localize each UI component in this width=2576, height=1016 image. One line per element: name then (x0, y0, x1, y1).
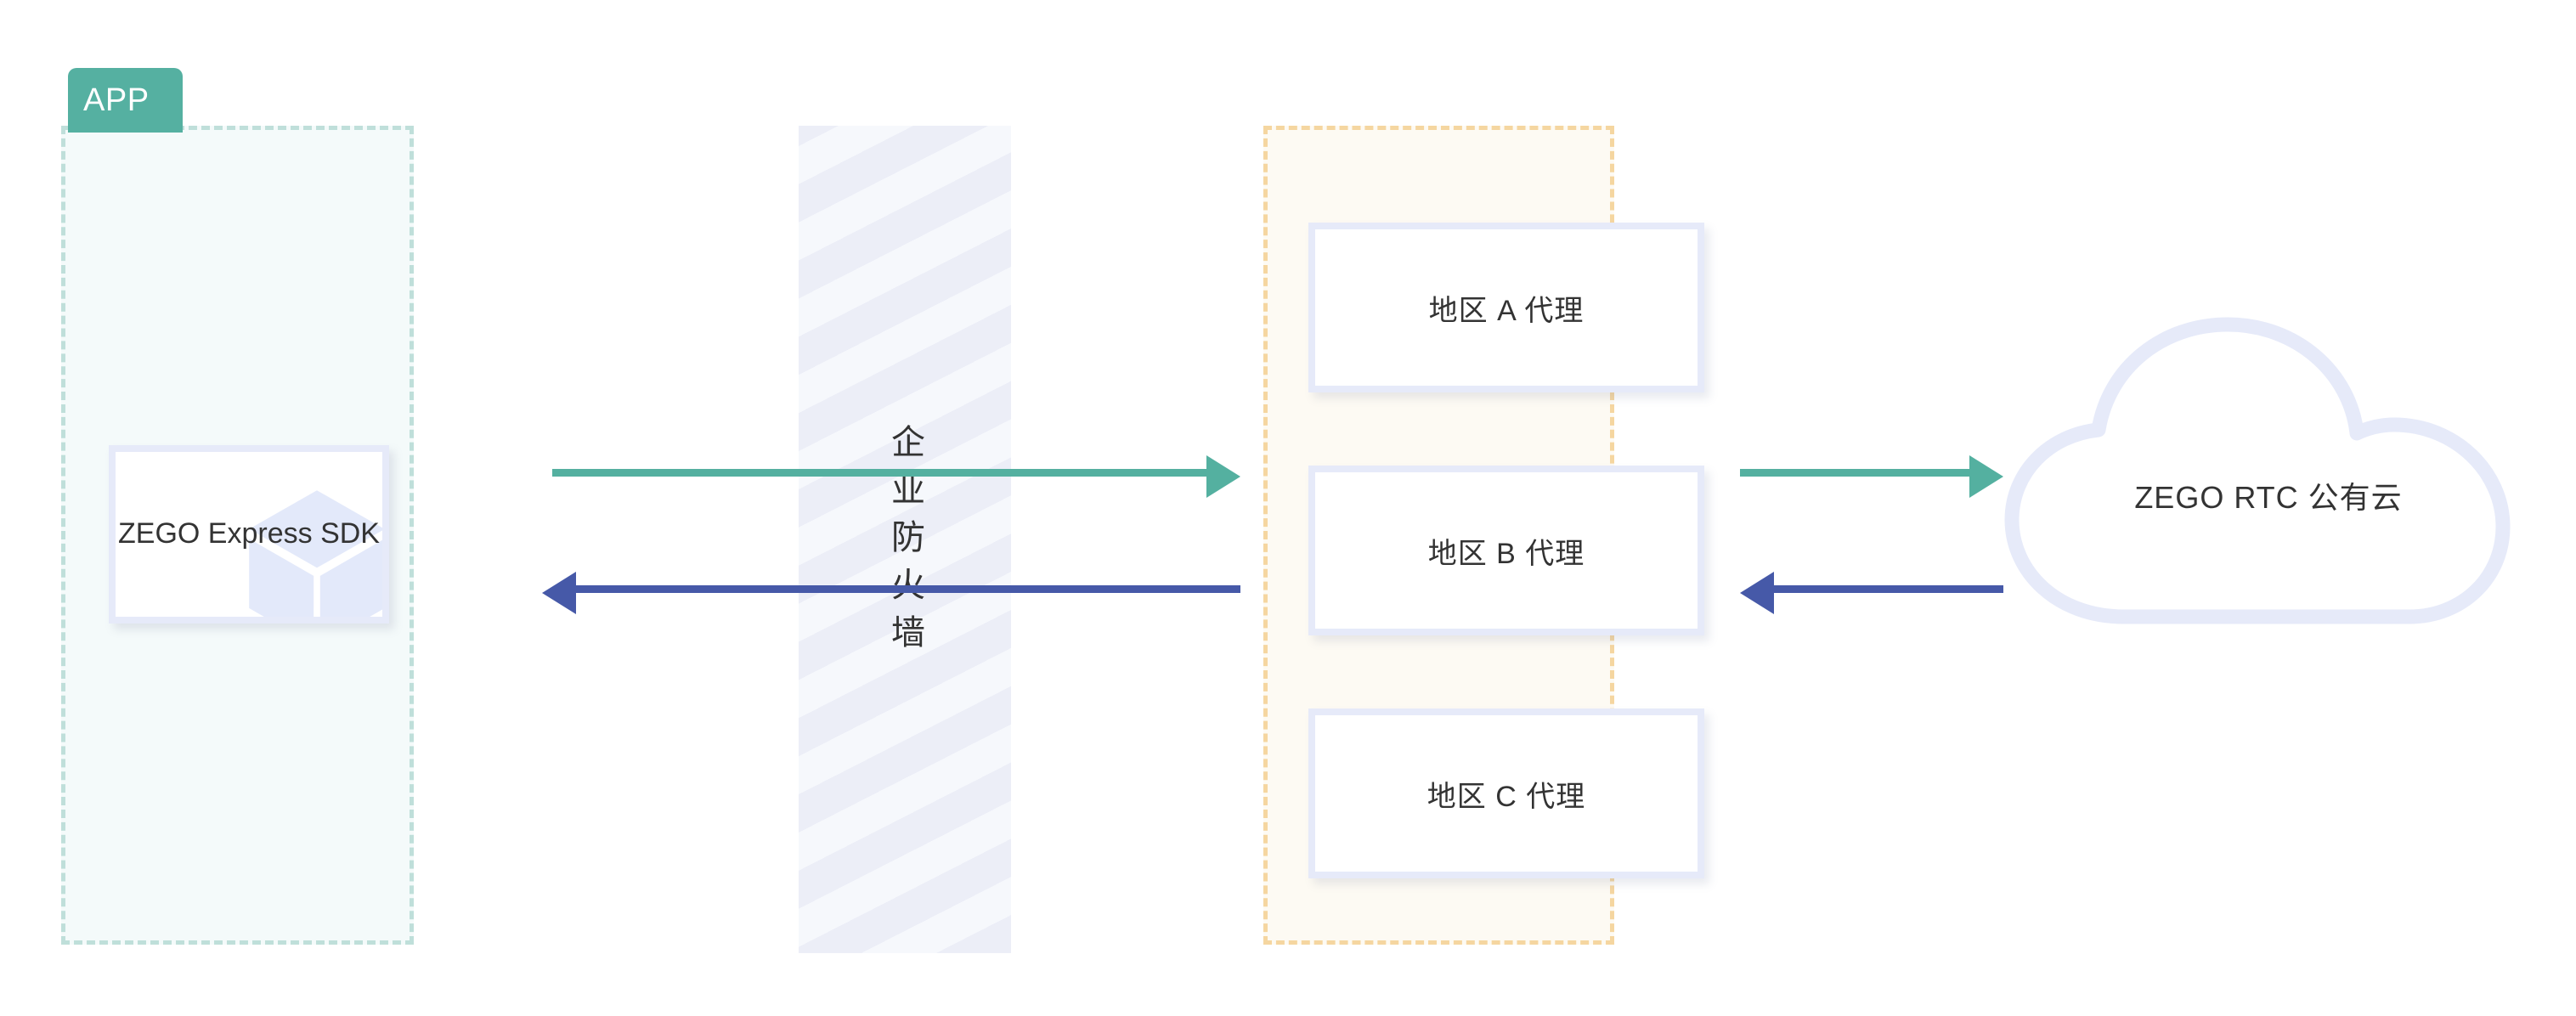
proxy-box-region-a: 地区 A 代理 (1308, 223, 1704, 392)
arrow-line (552, 469, 1206, 477)
firewall-label: 企业防火墙 (886, 424, 924, 662)
cloud-icon (2004, 317, 2511, 624)
enterprise-firewall-band: 企业防火墙 (799, 126, 1011, 953)
sdk-box-label: ZEGO Express SDK (118, 517, 380, 550)
arrow-line (1774, 585, 2003, 593)
zego-rtc-public-cloud: ZEGO RTC 公有云 (1997, 317, 2540, 642)
arrow-line (1740, 469, 1969, 477)
arrow-head-right-icon (1206, 455, 1240, 498)
zego-express-sdk-box: ZEGO Express SDK (109, 445, 389, 624)
cube-icon (249, 490, 382, 617)
arrow-line (576, 585, 1240, 593)
cloud-label: ZEGO RTC 公有云 (2134, 480, 2403, 515)
app-badge: APP (68, 68, 183, 133)
proxy-box-region-c: 地区 C 代理 (1308, 708, 1704, 878)
proxy-box-label: 地区 C 代理 (1426, 780, 1586, 813)
arrow-head-right-icon (1969, 455, 2003, 498)
arrow-head-left-icon (542, 572, 576, 614)
arrow-head-left-icon (1740, 572, 1774, 614)
proxy-box-label: 地区 A 代理 (1428, 294, 1585, 327)
proxy-box-label: 地区 B 代理 (1427, 537, 1585, 570)
proxy-box-region-b: 地区 B 代理 (1308, 466, 1704, 635)
